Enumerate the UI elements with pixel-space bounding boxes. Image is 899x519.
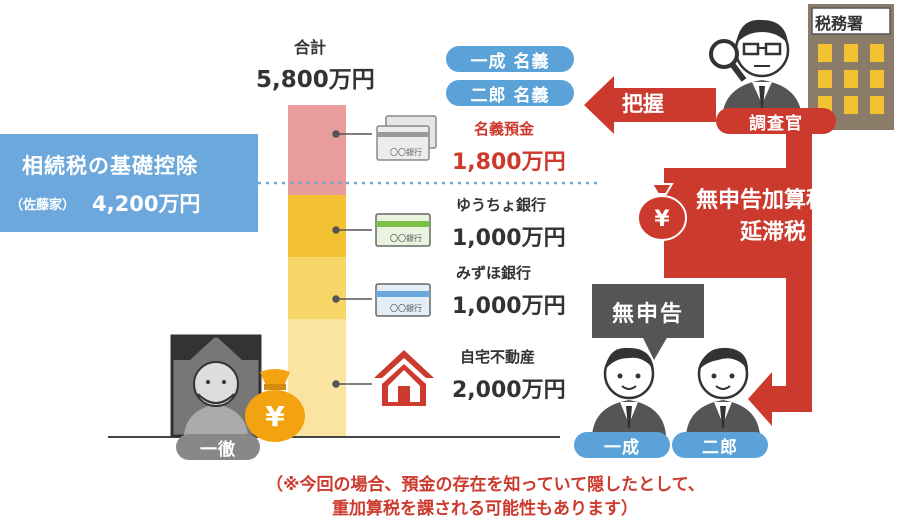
bar-segment-meigi-yokin bbox=[288, 105, 346, 195]
no-filing-bubble bbox=[592, 284, 704, 360]
bankbook-blue-text: 〇〇銀行 bbox=[390, 303, 422, 313]
bar-segment-mizuho bbox=[288, 257, 346, 319]
penalty-line1: 無申告加算税 bbox=[696, 188, 829, 213]
bankbook-stack-icon: 〇〇銀行 bbox=[376, 115, 437, 161]
asset-name-meigi-yokin: 名義預金 bbox=[474, 120, 535, 138]
son-issei-icon bbox=[592, 347, 666, 436]
deceased-portrait-icon bbox=[170, 334, 262, 438]
yen-symbol-gold: ¥ bbox=[265, 400, 285, 433]
penalty-arrow bbox=[664, 132, 812, 426]
note-line-2: 重加算税を課される可能性もあります） bbox=[332, 499, 638, 519]
asset-name-house: 自宅不動産 bbox=[460, 348, 536, 366]
total-label: 合計 bbox=[294, 38, 327, 57]
bankbook-green-text: 〇〇銀行 bbox=[390, 233, 422, 243]
no-filing-label: 無申告 bbox=[612, 302, 685, 327]
asset-amount-yucho: 1,000万円 bbox=[452, 226, 566, 251]
asset-amount-mizuho: 1,000万円 bbox=[452, 294, 566, 319]
bankbook-blue-icon: 〇〇銀行 bbox=[375, 283, 431, 317]
deceased-label: 一徹 bbox=[176, 434, 260, 460]
pill-issei-meigi: 一成 名義 bbox=[446, 46, 574, 72]
son-jiro-icon bbox=[686, 347, 760, 436]
inspector-icon bbox=[709, 19, 802, 118]
pill-jiro-meigi: 二郎 名義 bbox=[446, 80, 574, 106]
yen-money-bag-red-icon: ¥ bbox=[637, 183, 687, 241]
son-issei-label: 一成 bbox=[574, 432, 670, 458]
deduction-household: （佐藤家） bbox=[10, 198, 76, 213]
inspector-label: 調査官 bbox=[716, 108, 836, 134]
bankbook-green-icon: 〇〇銀行 bbox=[375, 213, 431, 247]
tax-office-sign: 税務署 bbox=[815, 14, 864, 33]
asset-name-yucho: ゆうちょ銀行 bbox=[456, 196, 547, 214]
yen-symbol-red: ¥ bbox=[654, 207, 670, 232]
total-amount: 5,800万円 bbox=[256, 67, 375, 93]
bankbook-stack-text: 〇〇銀行 bbox=[390, 147, 422, 157]
asset-amount-meigi-yokin: 1,800万円 bbox=[452, 150, 566, 175]
asset-name-mizuho: みずほ銀行 bbox=[456, 264, 532, 282]
penalty-line2: 延滞税 bbox=[740, 220, 807, 245]
grasp-arrow bbox=[584, 76, 716, 134]
house-icon bbox=[374, 350, 434, 406]
deduction-amount: 4,200万円 bbox=[92, 192, 201, 216]
grasp-label: 把握 bbox=[622, 92, 664, 116]
note-line-1: （※今回の場合、預金の存在を知っていて隠したとして、 bbox=[266, 475, 705, 495]
son-jiro-label: 二郎 bbox=[672, 432, 768, 458]
yen-money-bag-gold-icon: ¥ bbox=[245, 369, 305, 442]
deduction-title: 相続税の基礎控除 bbox=[22, 154, 198, 178]
asset-amount-house: 2,000万円 bbox=[452, 378, 566, 403]
tax-office-building-icon bbox=[808, 4, 894, 130]
bar-segment-yucho bbox=[288, 195, 346, 257]
basic-deduction-box: 相続税の基礎控除 （佐藤家） 4,200万円 bbox=[0, 134, 258, 232]
